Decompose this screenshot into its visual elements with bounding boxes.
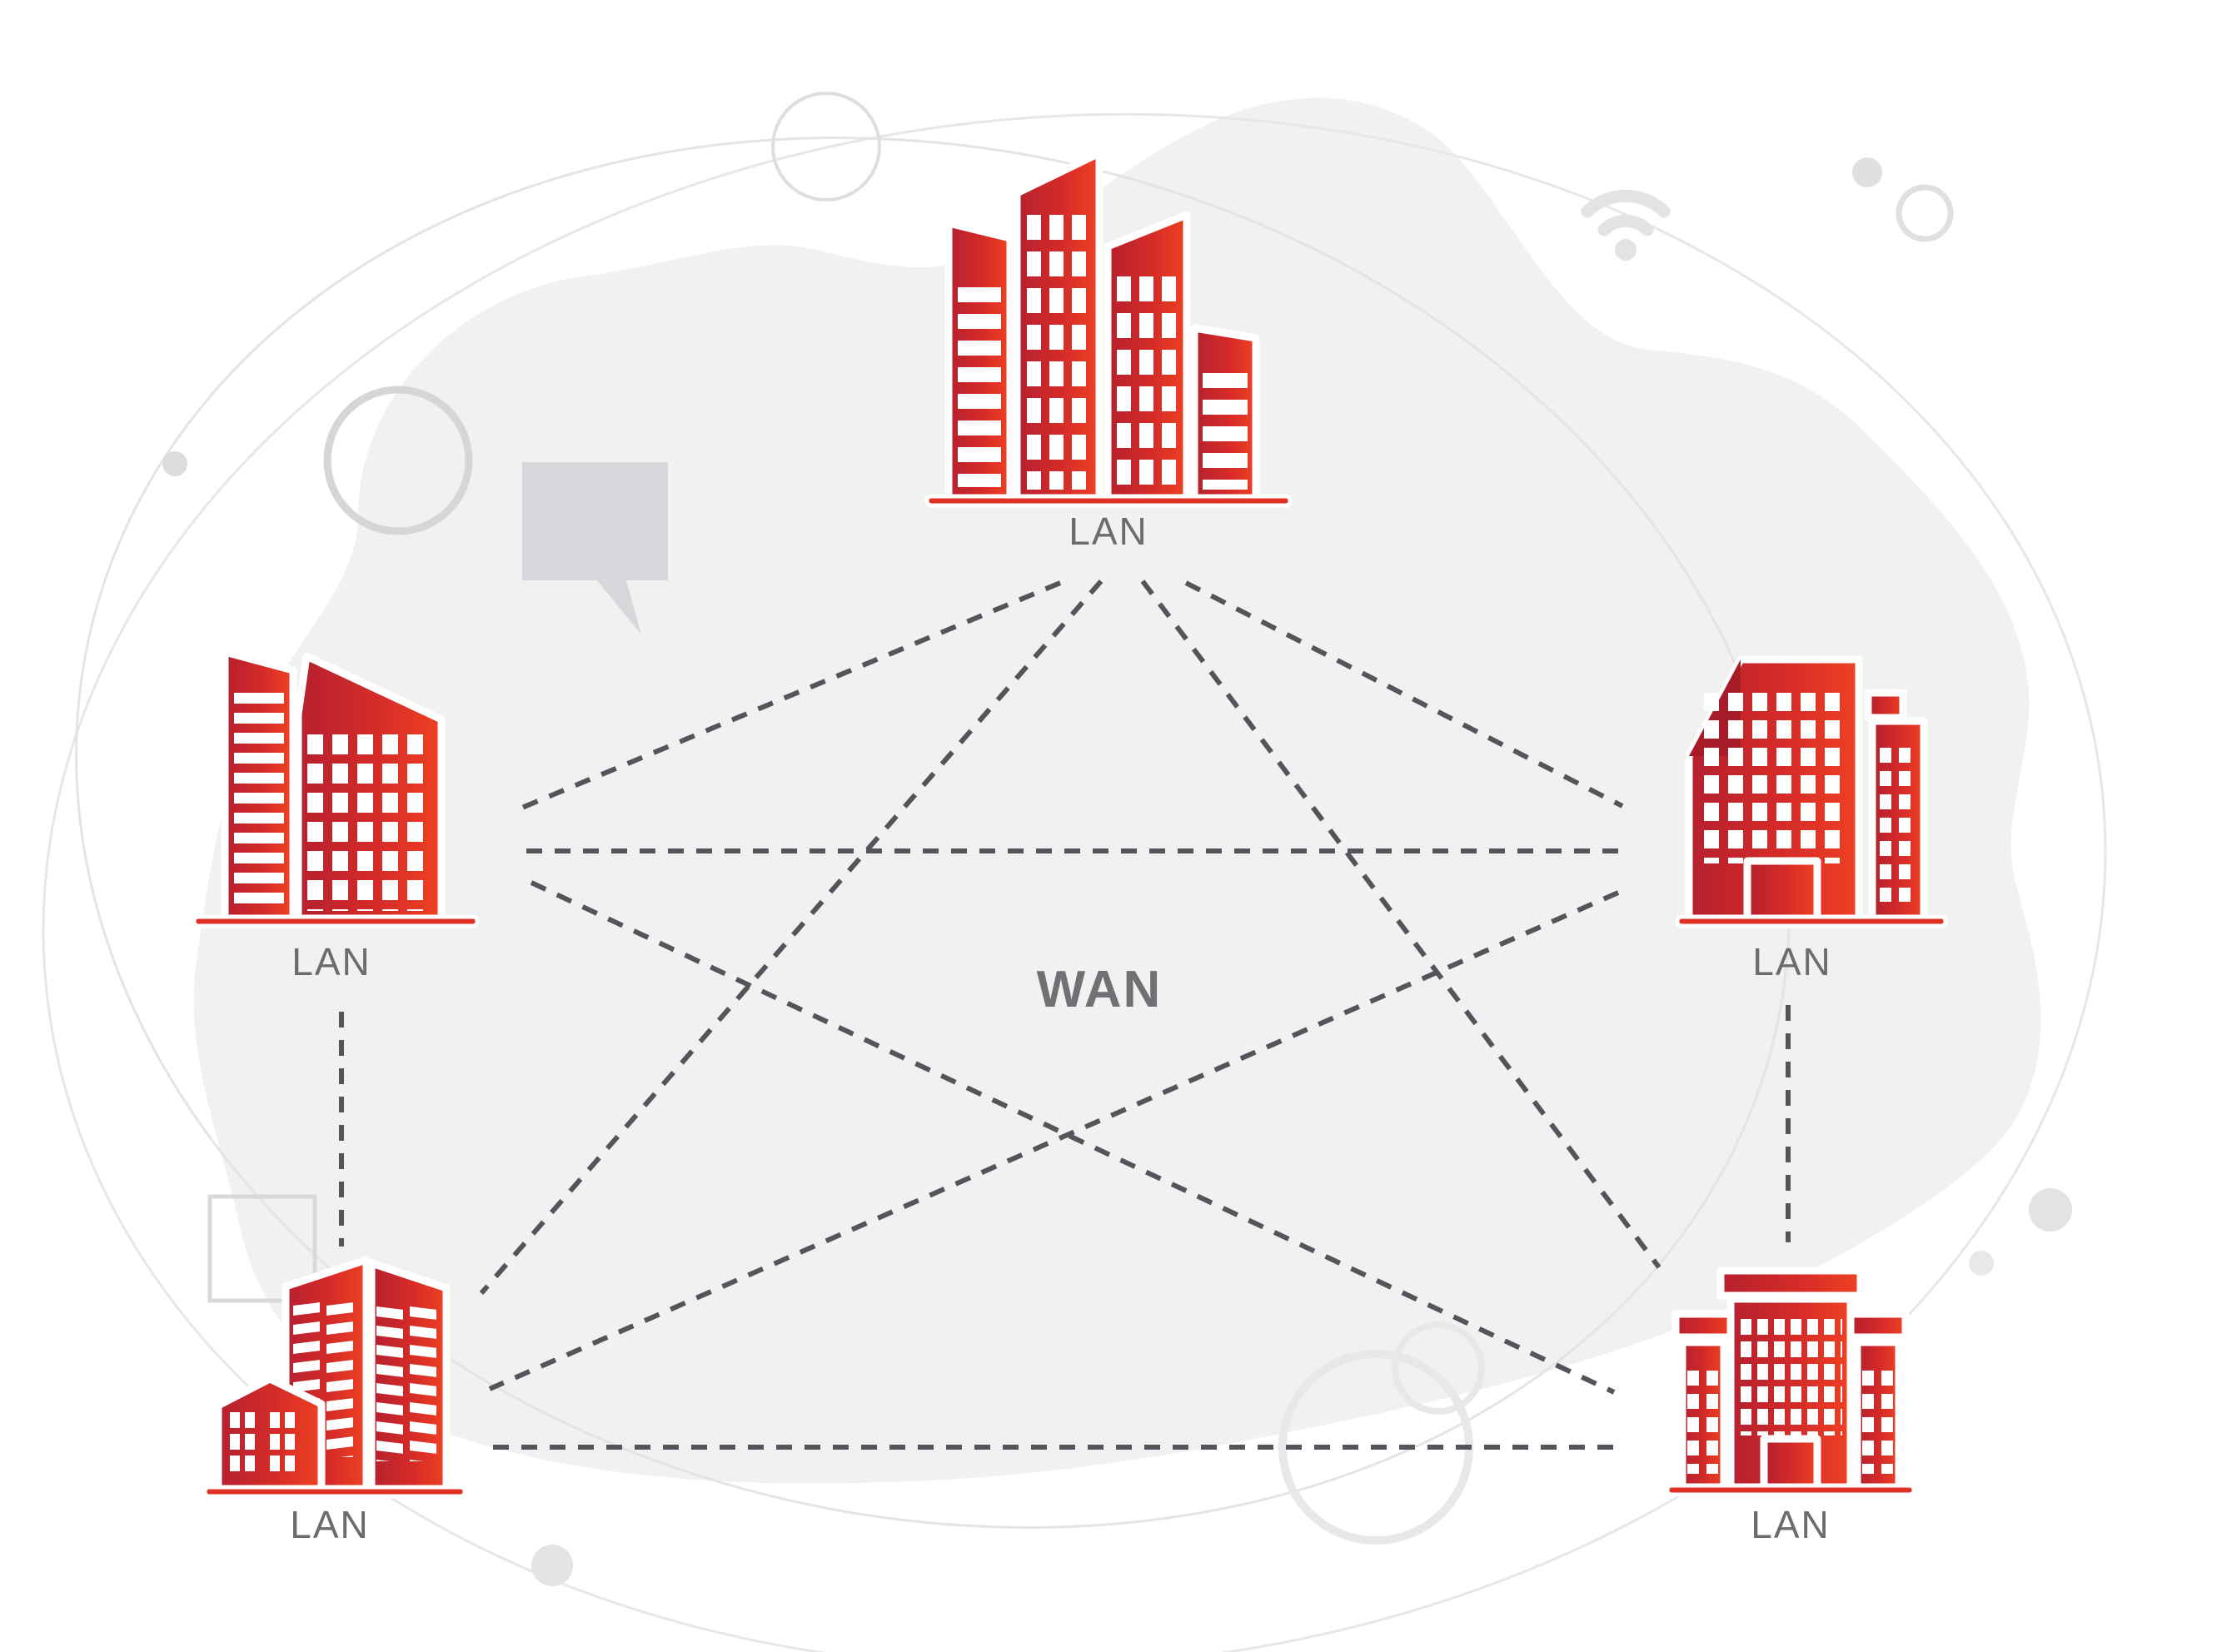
building-baseline [1665, 1483, 1916, 1497]
lan-building-bottom-left [202, 1256, 467, 1499]
decor-dot [1852, 157, 1882, 187]
speech-bubble-icon [522, 462, 668, 634]
lan-label-top: LAN [1069, 510, 1148, 553]
decor-circle-outline [771, 92, 881, 202]
wifi-icon [1581, 189, 1671, 261]
decor-circle-outline [323, 386, 473, 535]
decor-curve [42, 112, 2107, 1652]
decor-circle-outline [1392, 1321, 1485, 1415]
building-baseline [924, 494, 1293, 508]
building-door [1760, 1435, 1821, 1493]
link-top-bottom-right [1140, 580, 1662, 1269]
link-top-bottom-left [479, 580, 1104, 1295]
building-baseline [192, 914, 480, 928]
link-right-bottom-left [488, 890, 1620, 1391]
decor-square-outline [207, 1194, 317, 1303]
decor-dot [162, 451, 187, 476]
link-top-right [1184, 580, 1624, 809]
decor-circle-outline [1896, 184, 1954, 242]
lan-label-bottom-left: LAN [290, 1503, 370, 1546]
lan-building-right [1675, 655, 1948, 928]
link-left-bottom-right [530, 880, 1616, 1395]
lan-label-right: LAN [1752, 940, 1832, 983]
lan-label-bottom-right: LAN [1751, 1503, 1831, 1546]
building-baseline [202, 1485, 467, 1499]
lan-label-left: LAN [291, 940, 371, 983]
decor-dot [2029, 1188, 2072, 1232]
building-door [1743, 857, 1821, 926]
wan-label: WAN [1036, 961, 1163, 1018]
decor-dot [531, 1545, 573, 1586]
lan-building-top [924, 149, 1293, 508]
decor-dot [1969, 1251, 1994, 1276]
background-blob [193, 97, 2041, 1484]
link-top-left [516, 580, 1062, 812]
building-baseline [1675, 914, 1948, 928]
lan-building-left [192, 648, 480, 928]
lan-building-bottom-right [1665, 1266, 1916, 1497]
